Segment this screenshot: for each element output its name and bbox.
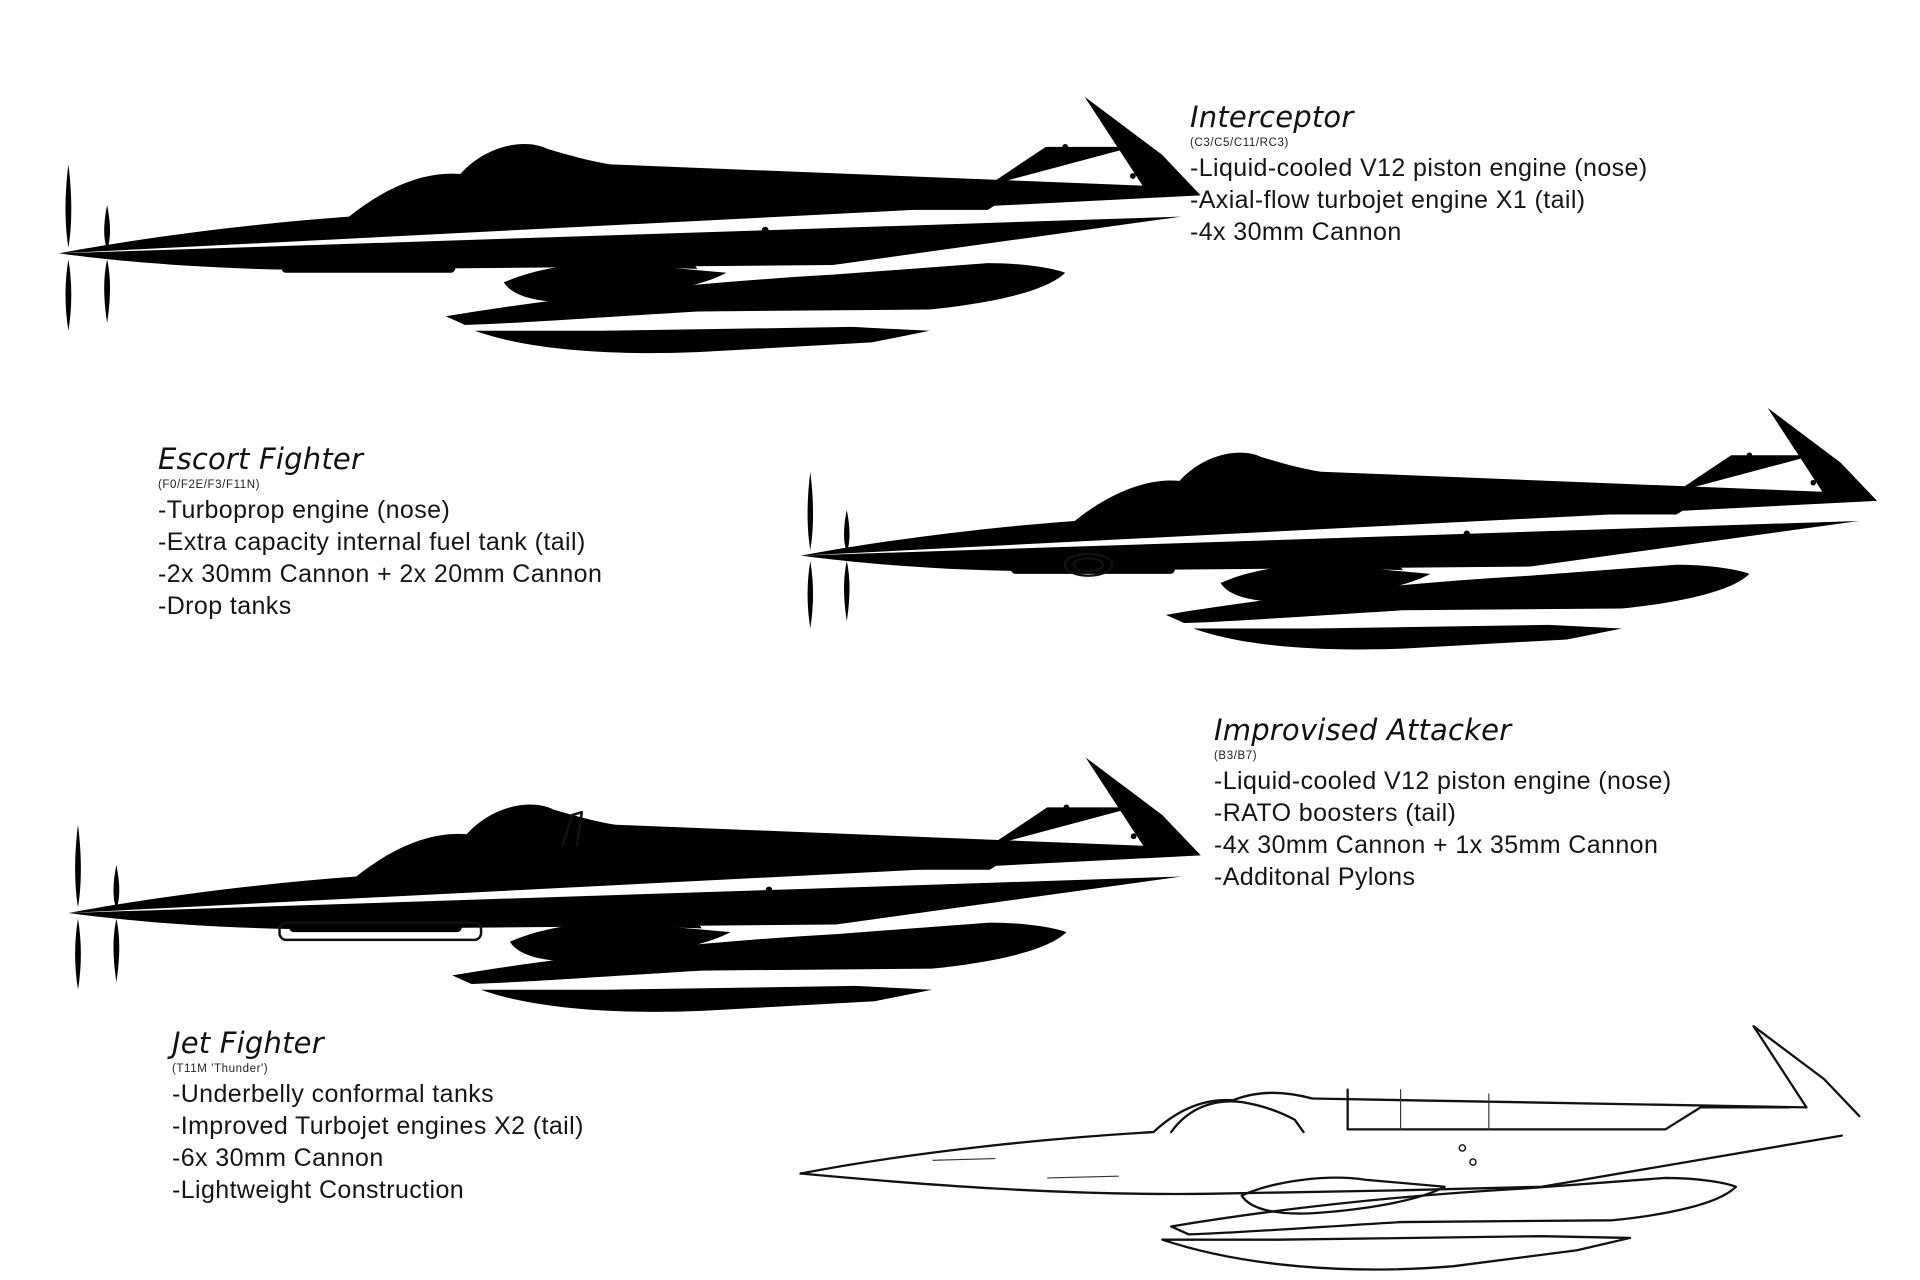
spec-line: -Axial-flow turbojet engine X1 (tail)	[1190, 186, 1586, 214]
variant-subtitle: (C3/C5/C11/RC3)	[1190, 137, 1289, 149]
spec-line: -RATO boosters (tail)	[1214, 799, 1457, 827]
variant-title: Improvised Attacker	[1214, 713, 1512, 747]
spec-line: -Liquid-cooled V12 piston engine (nose)	[1214, 767, 1672, 795]
interceptor-aircraft-illustration	[37, 96, 1201, 354]
variant-title: Escort Fighter	[158, 442, 364, 476]
variant-subtitle: (T11M 'Thunder')	[172, 1063, 269, 1075]
variant-title: Interceptor	[1190, 100, 1354, 134]
spec-line: -Improved Turbojet engines X2 (tail)	[172, 1112, 584, 1140]
spec-line: -4x 30mm Cannon	[1190, 218, 1402, 246]
spec-line: -Turboprop engine (nose)	[158, 496, 451, 524]
spec-line: -Underbelly conformal tanks	[172, 1080, 495, 1108]
spec-line: -Drop tanks	[158, 592, 292, 620]
variant-subtitle: (F0/F2E/F3/F11N)	[158, 479, 261, 491]
spec-line: -Liquid-cooled V12 piston engine (nose)	[1190, 154, 1648, 182]
escort-fighter-aircraft-illustration	[781, 407, 1878, 650]
spec-line: -4x 30mm Cannon + 1x 35mm Cannon	[1214, 831, 1659, 859]
spec-line: -6x 30mm Cannon	[172, 1144, 384, 1172]
jet-fighter-info: Jet Fighter (T11M 'Thunder') -Underbelly…	[172, 1026, 584, 1206]
escort-fighter-info: Escort Fighter (F0/F2E/F3/F11N) -Turbopr…	[158, 442, 602, 622]
improvised-attacker-aircraft-illustration	[47, 757, 1201, 1012]
variant-title: Jet Fighter	[172, 1026, 324, 1060]
jet-fighter-aircraft-illustration	[799, 1025, 1861, 1271]
spec-line: -Lightweight Construction	[172, 1176, 465, 1204]
spec-line: -2x 30mm Cannon + 2x 20mm Cannon	[158, 560, 603, 588]
spec-line: -Extra capacity internal fuel tank (tail…	[158, 528, 586, 556]
variant-subtitle: (B3/B7)	[1214, 750, 1258, 762]
spec-line: -Additonal Pylons	[1214, 863, 1416, 891]
interceptor-info: Interceptor (C3/C5/C11/RC3) -Liquid-cool…	[1190, 100, 1648, 248]
improvised-attacker-info: Improvised Attacker (B3/B7) -Liquid-cool…	[1214, 713, 1672, 893]
